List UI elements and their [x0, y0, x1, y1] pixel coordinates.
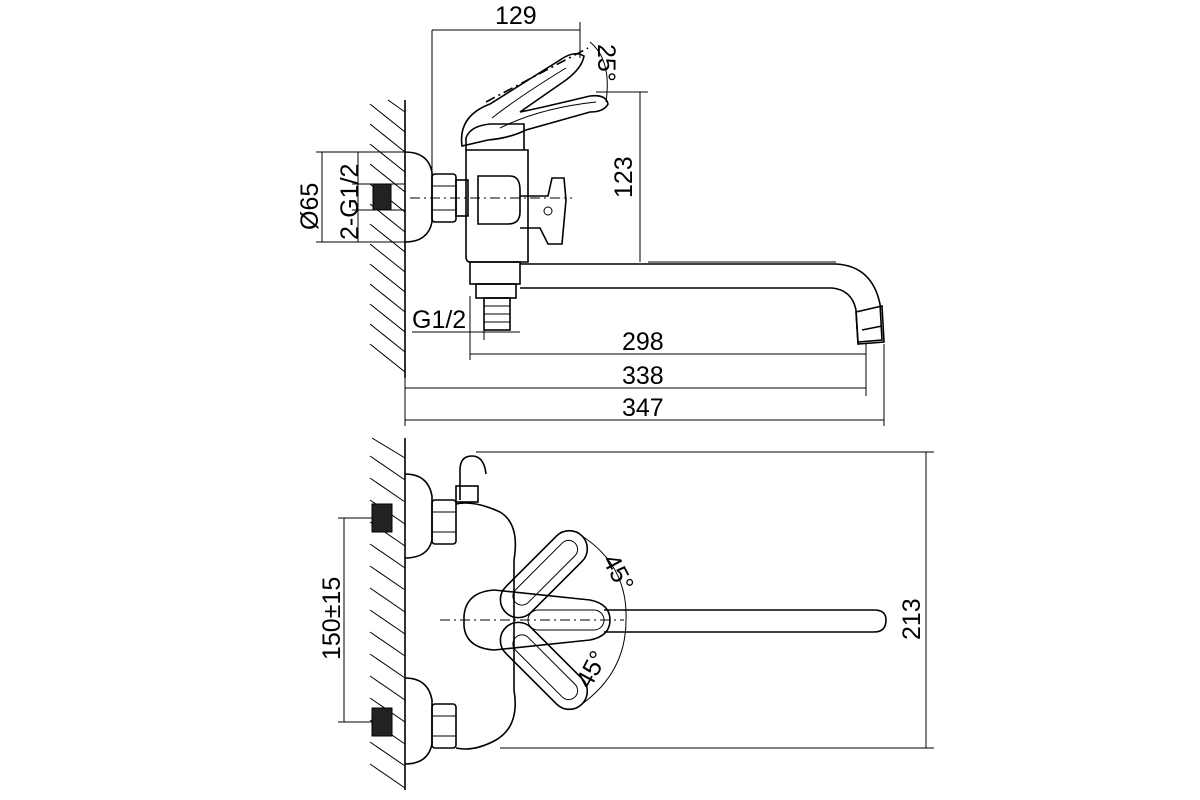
wall-flange-lower-1	[404, 473, 433, 559]
wall-hatch-lower	[369, 437, 406, 790]
inlet-thread-lower-2	[371, 707, 393, 737]
wall-flange-upper	[404, 151, 433, 243]
lever-centre-position	[463, 589, 611, 651]
dim-338: 338	[622, 362, 664, 390]
inlet-thread-upper	[372, 183, 392, 211]
top-view: 45° 45° 150±15 213	[318, 437, 934, 790]
dim-347: 347	[622, 394, 664, 422]
dim-diameter-65: Ø65	[296, 183, 324, 230]
dim-angle-upper: 45°	[597, 550, 639, 597]
mixer-body-side	[465, 149, 529, 263]
dim-129: 129	[495, 2, 537, 30]
side-view: 129 25° 123 Ø65 2-G1/2 G1/2 298 338	[296, 2, 885, 426]
dim-handle-angle: 25°	[592, 44, 620, 82]
dim-thread-inlet: 2-G1/2	[336, 164, 364, 240]
dim-150: 150±15	[318, 577, 346, 660]
lever-handle-side	[460, 52, 609, 147]
dim-213: 213	[898, 598, 926, 640]
mixer-body-top	[455, 502, 517, 750]
wall-flange-lower-2	[404, 677, 433, 765]
dim-298: 298	[622, 328, 664, 356]
spout-side	[520, 263, 883, 343]
inlet-thread-lower-1	[371, 503, 393, 533]
dim-thread-outlet: G1/2	[412, 306, 466, 334]
wall-hatch-upper	[369, 99, 406, 378]
dim-123: 123	[610, 156, 638, 198]
dim-angle-lower: 45°	[571, 646, 613, 693]
spout-top	[604, 609, 887, 633]
diverter-knob-side	[520, 177, 567, 245]
shower-hook	[459, 455, 487, 500]
